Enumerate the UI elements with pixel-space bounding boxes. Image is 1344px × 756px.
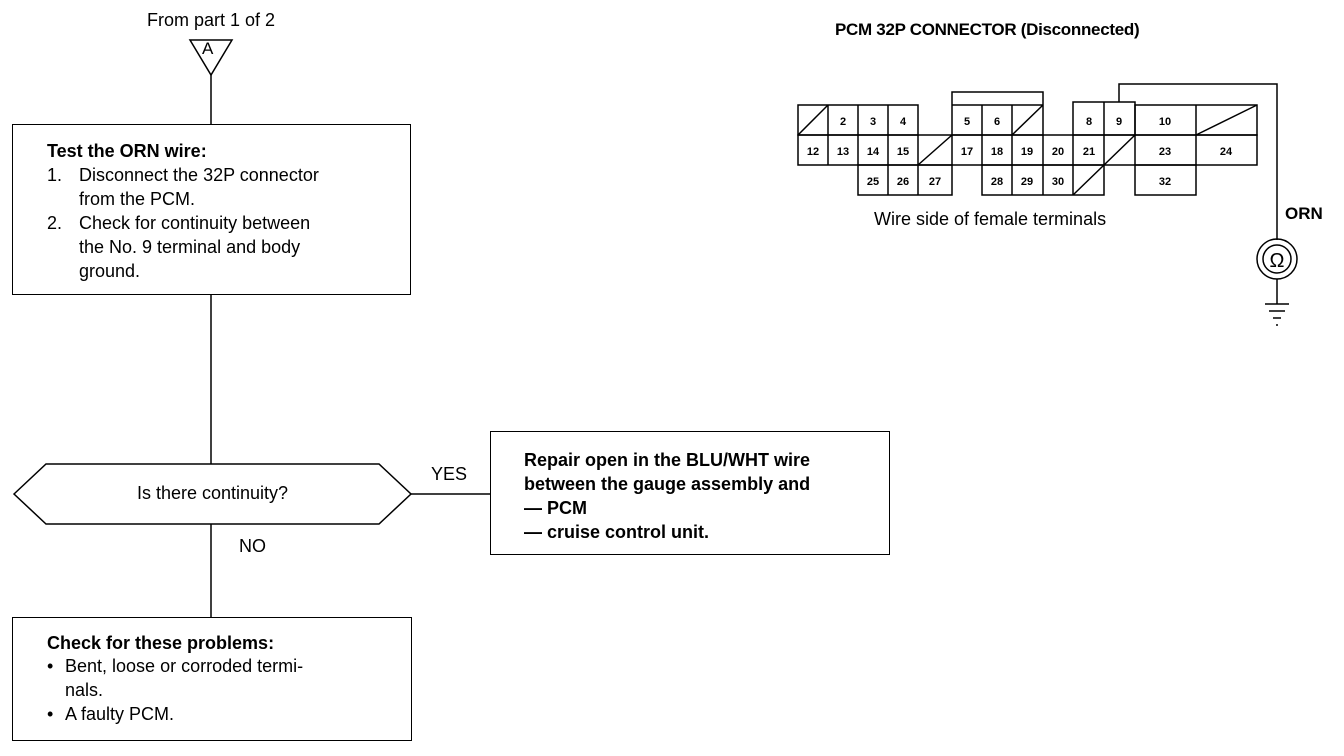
decision-question: Is there continuity? bbox=[136, 483, 289, 503]
test-step-2: 2. Check for continuity between the No. … bbox=[47, 211, 410, 283]
test-step-1: 1. Disconnect the 32P connector from the… bbox=[47, 163, 410, 211]
problem-item-1-bullet: • bbox=[47, 656, 54, 676]
problem-item-1-line-2: nals. bbox=[65, 680, 104, 700]
test-step-1-line-1: Disconnect the 32P connector bbox=[79, 165, 319, 185]
pin-5: 5 bbox=[964, 116, 970, 128]
problem-item-2-bullet: • bbox=[47, 704, 54, 724]
pin-2: 2 bbox=[840, 116, 846, 128]
test-box: Test the ORN wire: 1. Disconnect the 32P… bbox=[12, 124, 411, 295]
pin-27: 27 bbox=[929, 176, 941, 188]
pin-21: 21 bbox=[1083, 146, 1095, 158]
problem-item-1-line-1: Bent, loose or corroded termi- bbox=[65, 656, 304, 676]
pin-23: 23 bbox=[1159, 146, 1171, 158]
start-marker-triangle bbox=[188, 39, 234, 77]
problems-box: Check for these problems: • Bent, loose … bbox=[12, 617, 412, 741]
pin-31-blank bbox=[1072, 164, 1105, 196]
repair-box: Repair open in the BLU/WHT wire between … bbox=[490, 431, 890, 555]
test-box-title: Test the ORN wire: bbox=[47, 141, 207, 161]
pin-32: 32 bbox=[1159, 176, 1171, 188]
problem-item-2: • A faulty PCM. bbox=[47, 702, 411, 726]
yes-label: YES bbox=[431, 464, 468, 484]
pin-12: 12 bbox=[807, 146, 819, 158]
pin-13: 13 bbox=[837, 146, 849, 158]
pin-17: 17 bbox=[961, 146, 973, 158]
pin-7-blank bbox=[1011, 104, 1044, 136]
pin-30: 30 bbox=[1052, 176, 1064, 188]
pin-1-blank bbox=[797, 104, 829, 136]
pin-4: 4 bbox=[900, 116, 907, 128]
orn-wire-label: ORN bbox=[1285, 204, 1323, 223]
pin-9: 9 bbox=[1116, 116, 1122, 128]
pin-11-blank bbox=[1195, 104, 1258, 136]
pin-15: 15 bbox=[897, 146, 909, 158]
connector-caption: Wire side of female terminals bbox=[874, 209, 1107, 229]
from-part-label: From part 1 of 2 bbox=[147, 10, 276, 30]
test-step-2-number: 2. bbox=[47, 213, 63, 233]
pin-25: 25 bbox=[867, 176, 879, 188]
no-label: NO bbox=[239, 536, 266, 556]
pin-19: 19 bbox=[1021, 146, 1033, 158]
pin-18: 18 bbox=[991, 146, 1003, 158]
connector-title: PCM 32P CONNECTOR (Disconnected) bbox=[835, 20, 1140, 39]
test-step-1-line-2: from the PCM. bbox=[79, 189, 196, 209]
repair-line-2: between the gauge assembly and bbox=[524, 474, 811, 494]
pin-29: 29 bbox=[1021, 176, 1033, 188]
decision-shape bbox=[12, 463, 413, 525]
problem-item-2-line-1: A faulty PCM. bbox=[65, 704, 175, 724]
pin-3: 3 bbox=[870, 116, 876, 128]
start-marker-letter: A bbox=[202, 39, 214, 58]
pin-22-blank bbox=[1103, 134, 1136, 166]
pin-10: 10 bbox=[1159, 116, 1171, 128]
repair-line-4: — cruise control unit. bbox=[524, 522, 710, 542]
orn-wire bbox=[1118, 83, 1278, 240]
test-step-2-line-2: the No. 9 terminal and body bbox=[79, 237, 301, 257]
pin-24: 24 bbox=[1220, 146, 1233, 158]
test-step-1-number: 1. bbox=[47, 165, 63, 185]
problems-title: Check for these problems: bbox=[47, 633, 275, 653]
pin-20: 20 bbox=[1052, 146, 1064, 158]
pin-16-blank bbox=[917, 134, 953, 166]
pin-14: 14 bbox=[867, 146, 880, 158]
repair-line-3: — PCM bbox=[524, 498, 587, 518]
repair-line-1: Repair open in the BLU/WHT wire bbox=[524, 450, 811, 470]
problem-item-1: • Bent, loose or corroded termi- nals. bbox=[47, 654, 411, 702]
pin-8: 8 bbox=[1086, 116, 1092, 128]
pin-6: 6 bbox=[994, 116, 1000, 128]
pin-26: 26 bbox=[897, 176, 909, 188]
test-step-2-line-1: Check for continuity between bbox=[79, 213, 311, 233]
test-step-2-line-3: ground. bbox=[79, 261, 141, 281]
pin-28: 28 bbox=[991, 176, 1003, 188]
ohmmeter-symbol: Ω bbox=[1270, 250, 1285, 272]
